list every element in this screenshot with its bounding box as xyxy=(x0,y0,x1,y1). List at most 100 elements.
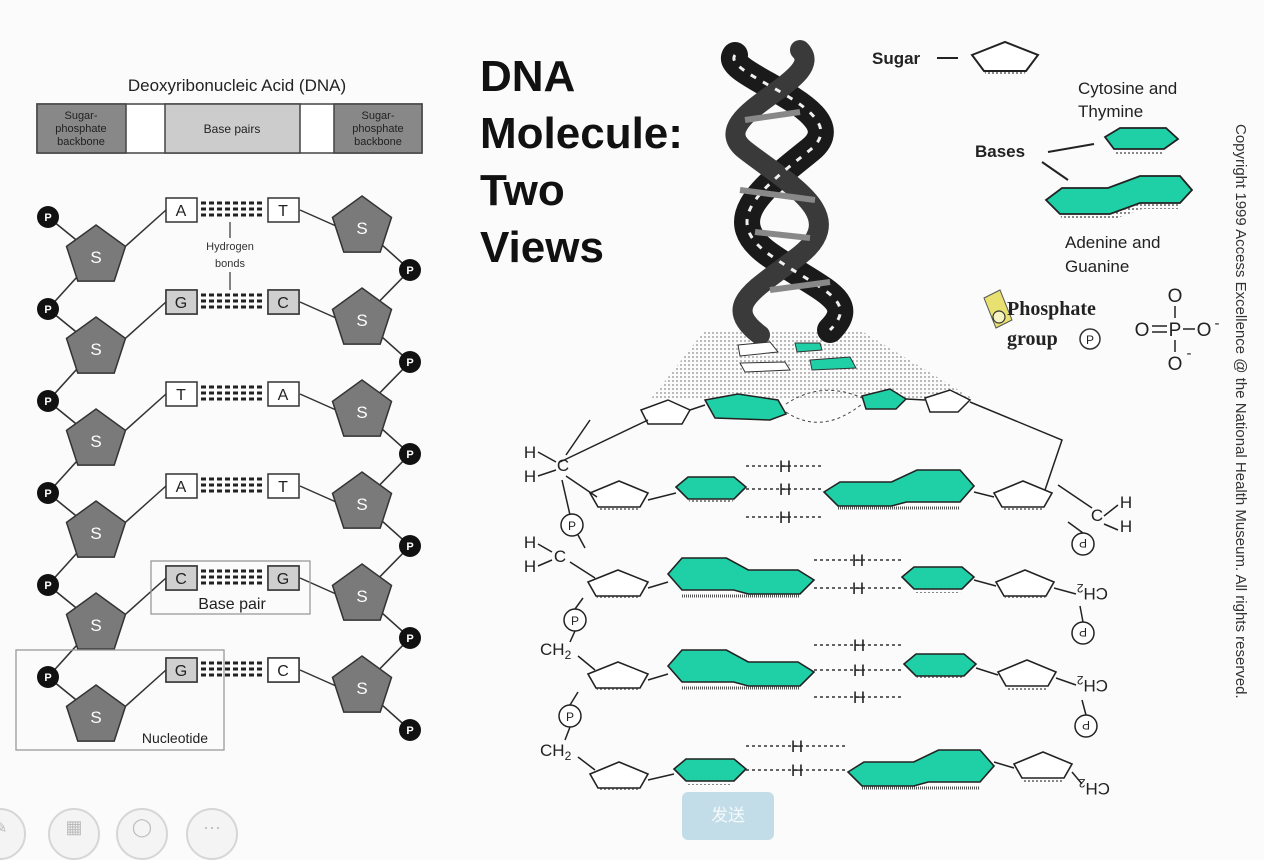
svg-text:P: P xyxy=(1079,536,1087,550)
legend-right-line2: phosphate xyxy=(352,123,403,135)
svg-text:O: O xyxy=(1168,286,1183,307)
svg-text:H: H xyxy=(791,737,803,756)
base-box-right xyxy=(267,473,300,499)
base-letter-left: T xyxy=(176,387,186,404)
sugar-group xyxy=(331,195,393,253)
double-helix-illustration xyxy=(650,40,975,400)
phosphate-group xyxy=(399,719,421,741)
sugar-group xyxy=(65,500,127,558)
ch2-label: CH2 xyxy=(540,741,572,763)
pyrimidine-base xyxy=(674,476,748,500)
base-letter-left: A xyxy=(176,479,187,496)
sugar-group xyxy=(331,287,393,345)
dna-ladder-diagram: Deoxyribonucleic Acid (DNA) Sugar- phosp… xyxy=(15,76,423,751)
base-box-left xyxy=(165,473,198,499)
sugar-label: S xyxy=(90,340,101,359)
phosphate-group xyxy=(399,535,421,557)
phosphate-label: P xyxy=(44,580,51,592)
phosphate-group xyxy=(37,206,59,228)
phosphate-label: P xyxy=(406,449,413,461)
svg-text:H: H xyxy=(852,579,864,598)
base-box-right xyxy=(267,197,300,223)
purine-base xyxy=(846,749,996,787)
sugar-label: S xyxy=(90,616,101,635)
svg-text:H: H xyxy=(853,661,865,680)
legend-phosphate-line2: group xyxy=(1007,328,1058,350)
legend-cytosine-line1: Cytosine and xyxy=(1078,79,1177,98)
phosphate-circle xyxy=(560,513,584,537)
helix-legend: Sugar Cytosine and Thymine Bases Adenine… xyxy=(872,40,1220,375)
sugar-label: S xyxy=(90,248,101,267)
sugar-label: S xyxy=(356,495,367,514)
svg-text:P: P xyxy=(1082,718,1090,732)
title-line: Views xyxy=(480,223,604,272)
svg-text:C: C xyxy=(1091,506,1103,525)
svg-text:C: C xyxy=(175,571,187,588)
toolbar-edit-button[interactable]: ✎ xyxy=(0,808,26,860)
title-line: Molecule: xyxy=(480,109,683,158)
sugar-shape xyxy=(586,661,650,689)
phosphate-group xyxy=(399,259,421,281)
send-button[interactable]: 发送 xyxy=(682,792,774,840)
svg-text:H: H xyxy=(524,467,536,486)
legend-phosphate-symbol xyxy=(1079,328,1101,350)
svg-text:P: P xyxy=(1169,320,1182,341)
svg-text:H: H xyxy=(779,457,791,476)
svg-text:H: H xyxy=(791,761,803,780)
svg-text:P: P xyxy=(566,710,574,724)
svg-text:H: H xyxy=(853,636,865,655)
svg-text:H: H xyxy=(1120,493,1132,512)
sugar-label: S xyxy=(356,679,367,698)
sugar-label: S xyxy=(356,311,367,330)
sugar-group xyxy=(65,408,127,466)
phosphate-group xyxy=(399,627,421,649)
svg-text:H: H xyxy=(779,480,791,499)
legend-right-line1: Sugar- xyxy=(361,110,394,122)
svg-text:C: C xyxy=(277,663,289,680)
toolbar-more-button[interactable]: ··· xyxy=(186,808,238,860)
helix-strand-1-highlight xyxy=(732,54,842,332)
phosphate-group xyxy=(37,666,59,688)
ch2-label: CH2 xyxy=(1078,776,1110,798)
sugar-label: S xyxy=(356,587,367,606)
right-diagram-title: DNA Molecule: Two Views xyxy=(480,48,683,276)
phosphate-label: P xyxy=(44,304,51,316)
legend-sugar-shape xyxy=(970,40,1040,72)
ch2-label: CH2 xyxy=(1076,673,1108,695)
phosphate-group xyxy=(399,351,421,373)
sugar-group xyxy=(65,224,127,282)
phosphate-group xyxy=(399,443,421,465)
base-box-left xyxy=(165,197,198,223)
sugar-label: S xyxy=(90,432,101,451)
nucleotide-callout xyxy=(15,649,225,751)
svg-text:G: G xyxy=(175,295,187,312)
toolbar-gallery-button[interactable]: ▦ xyxy=(48,808,100,860)
dna-ladder: PSSPATPSSPGCGCPSSPTAPSSPATPSSPCGCGPSSPGC… xyxy=(37,195,421,742)
legend-cytosine-line2: Thymine xyxy=(1078,102,1143,121)
dna-helix-diagram: HHHHHCHHCPHHCHHPCH2PCH2HHHPCH2PCH2HHPCH2… xyxy=(524,40,1220,798)
base-pair-stack: HHHHHCHHCPHHCHHPCH2PCH2HHHPCH2PCH2HHPCH2 xyxy=(524,419,1132,798)
legend-backbone-left xyxy=(36,103,127,154)
sugar-group xyxy=(331,379,393,437)
pyrimidine-base xyxy=(902,653,978,677)
pyrimidine-base xyxy=(900,566,976,590)
legend-bases-label: Bases xyxy=(975,142,1025,161)
svg-text:-: - xyxy=(1215,315,1220,332)
base-letter-right: T xyxy=(278,203,288,220)
base-box-left xyxy=(165,381,198,407)
svg-text:H: H xyxy=(524,557,536,576)
sugar-group xyxy=(65,316,127,374)
sugar-label: S xyxy=(356,219,367,238)
toolbar-search-button[interactable]: ◯ xyxy=(116,808,168,860)
phosphate-label: P xyxy=(406,265,413,277)
legend-left-line1: Sugar- xyxy=(64,110,97,122)
purine-base xyxy=(822,469,976,507)
nucleotide-label: Nucleotide xyxy=(142,730,208,746)
phosphate-group xyxy=(37,298,59,320)
phosphate-label: P xyxy=(406,357,413,369)
svg-text:H: H xyxy=(524,533,536,552)
sugar-label: S xyxy=(356,403,367,422)
legend-phosphate-line1: Phosphate xyxy=(1007,298,1096,320)
ch2-label: CH2 xyxy=(1076,581,1108,603)
sugar-group xyxy=(331,655,393,713)
